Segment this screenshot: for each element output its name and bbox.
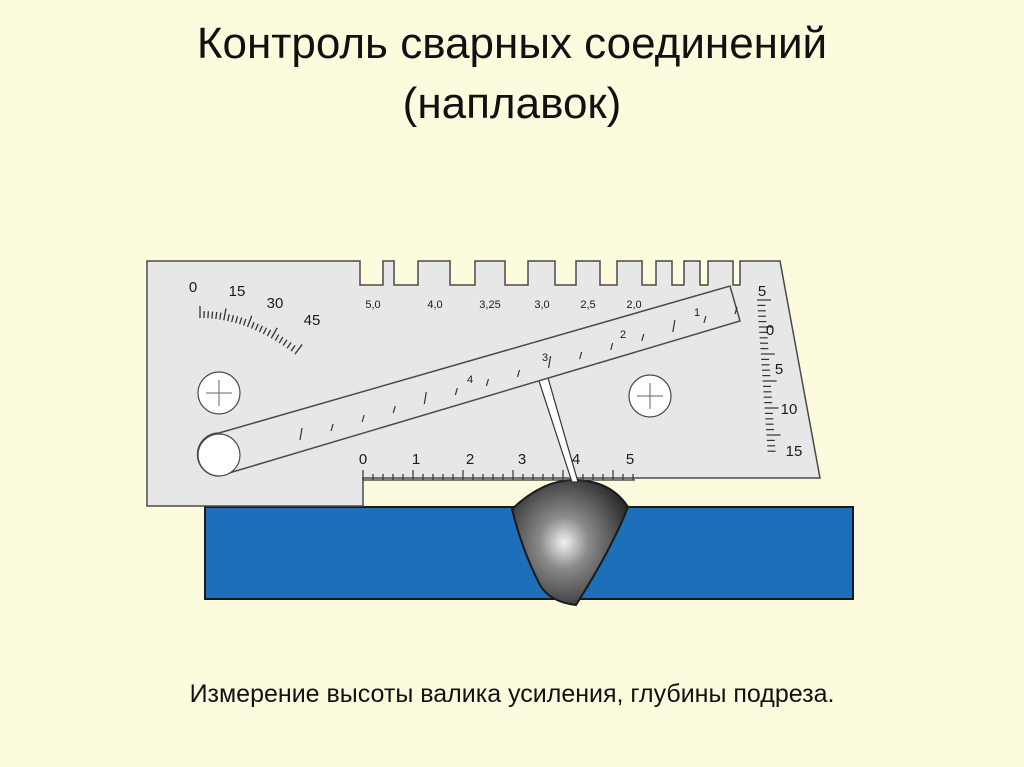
right-label-0: 0 — [766, 322, 774, 339]
arm-scale — [299, 306, 738, 441]
bottom-label-5: 5 — [626, 451, 634, 468]
slide-title-line-1: Контроль сварных соединений — [196, 19, 828, 68]
notch-label-2: 4,0 — [427, 299, 442, 311]
arm-label-2: 2 — [620, 329, 626, 341]
right-depth-scale — [757, 299, 781, 452]
notch-label-1: 5,0 — [365, 299, 380, 311]
right-label-5-top: 5 — [758, 283, 766, 300]
slide-title-line-2: (наплавок) — [402, 79, 622, 128]
caption: Измерение высоты валика усиления, глубин… — [189, 680, 835, 708]
angle-label-15: 15 — [229, 283, 246, 300]
bottom-label-1: 1 — [412, 451, 420, 468]
angle-scale — [199, 306, 303, 355]
arm-label-4: 4 — [467, 374, 473, 386]
slide-title: Контроль сварных соединений (наплавок) — [0, 14, 1024, 134]
right-label-10: 10 — [781, 401, 798, 418]
notch-label-5: 2,5 — [580, 299, 595, 311]
angle-label-0: 0 — [189, 279, 197, 296]
right-screw-hole — [628, 374, 672, 418]
angle-label-45: 45 — [304, 312, 321, 329]
notch-label-6: 2,0 — [626, 299, 641, 311]
notch-label-3: 3,25 — [479, 299, 500, 311]
arm-label-3: 3 — [542, 352, 548, 364]
right-label-15: 15 — [786, 443, 803, 460]
left-screw-hole — [197, 371, 241, 415]
arm-label-1: 1 — [694, 307, 700, 319]
bottom-label-2: 2 — [466, 451, 474, 468]
arm-pivot-hole — [197, 433, 241, 477]
right-label-5: 5 — [775, 361, 783, 378]
notch-label-4: 3,0 — [534, 299, 549, 311]
angle-label-30: 30 — [267, 295, 284, 312]
bottom-label-3: 3 — [518, 451, 526, 468]
bottom-label-4: 4 — [572, 451, 580, 468]
bottom-label-0: 0 — [359, 451, 367, 468]
